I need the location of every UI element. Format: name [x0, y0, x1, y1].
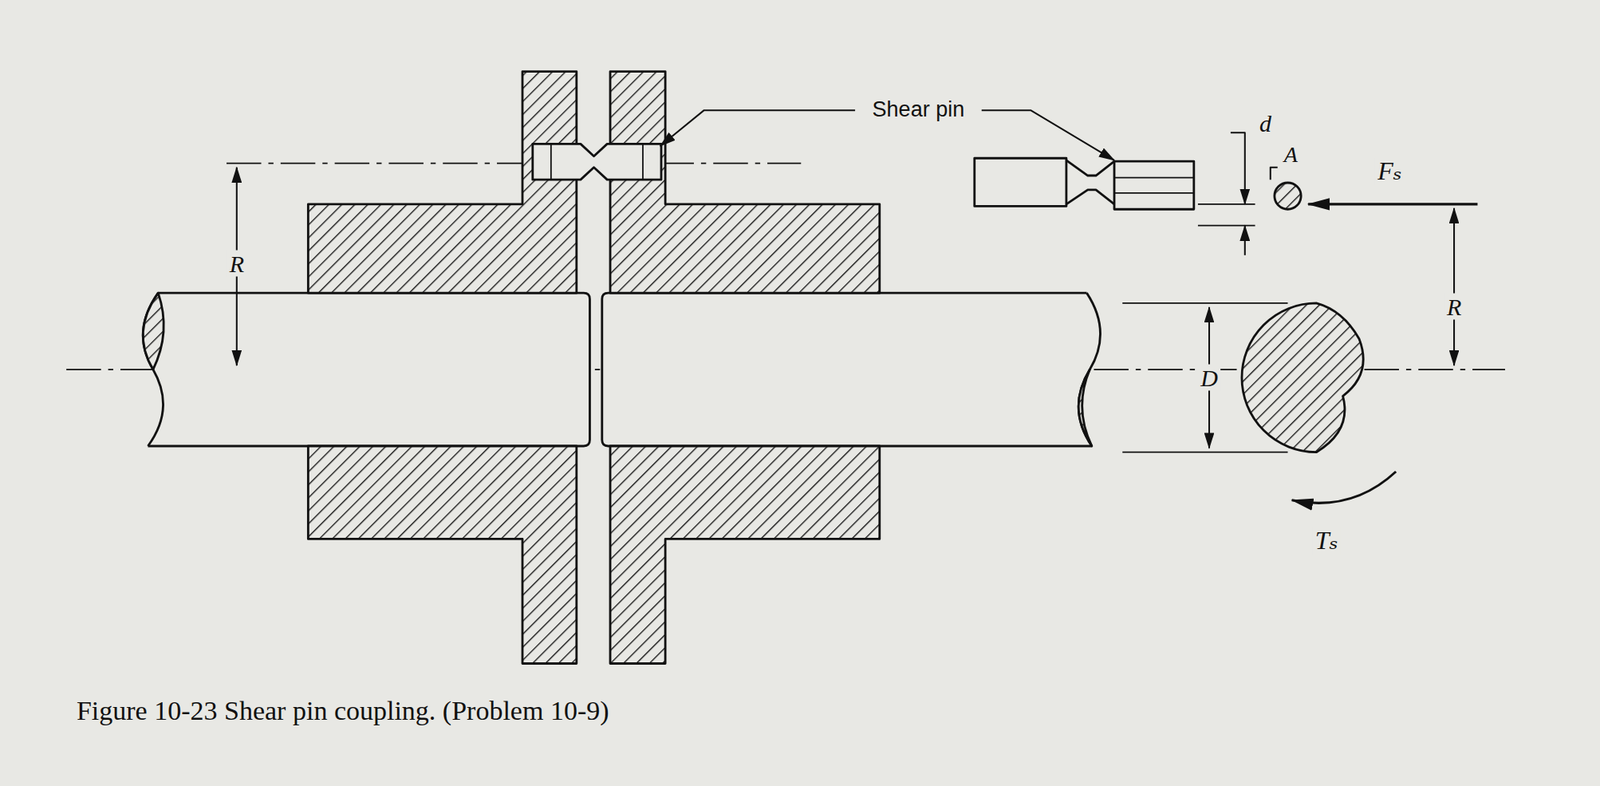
force-label: Fₛ [1375, 157, 1404, 186]
shaft-break-hatch [142, 292, 164, 370]
pin-neck [1066, 160, 1115, 176]
right-hub-flange [610, 445, 880, 663]
pin-neck [1066, 189, 1115, 205]
figure-caption: Figure 10-23 Shear pin coupling. (Proble… [76, 695, 610, 726]
torque-arrow [1292, 471, 1396, 503]
left-shaft [148, 292, 591, 446]
dimension-label: D [1198, 364, 1221, 391]
shear-pin [532, 143, 662, 180]
pin-line [1114, 192, 1195, 194]
radius-dimension [1453, 208, 1455, 366]
pin-line [1114, 177, 1195, 179]
torque-label: Tₛ [1312, 526, 1341, 555]
extension-line [1122, 451, 1288, 454]
pin-centerline [226, 162, 801, 165]
pin-section [1274, 182, 1301, 209]
pin-edge [550, 143, 552, 180]
extension-line [1198, 224, 1256, 227]
dimension-label: R [227, 250, 247, 277]
left-hub-flange [307, 445, 576, 663]
force-arrow [1308, 202, 1478, 205]
part-name: Shear pin [870, 98, 968, 123]
right-shaft [602, 292, 1092, 446]
pin-detail [974, 157, 1067, 206]
shaft-break [1078, 292, 1100, 446]
shaft-break [142, 292, 163, 446]
right-hub-flange [610, 71, 880, 294]
section-label: A [1281, 142, 1301, 168]
pin-detail [1114, 161, 1195, 209]
dimension-arrow [1230, 132, 1246, 205]
left-hub-flange [307, 71, 576, 294]
shaft-section [1241, 303, 1364, 453]
leader-line [981, 110, 1115, 161]
pin-edge [642, 143, 644, 180]
leader-line [660, 110, 856, 146]
dimension-label: d [1257, 109, 1274, 136]
dimension-label: R [1444, 292, 1464, 320]
extension-line [1198, 203, 1256, 205]
extension-line [1122, 302, 1288, 304]
shaft-break-hatch [1078, 369, 1092, 446]
dimension-arrow [1244, 225, 1246, 256]
section-leader [1270, 167, 1278, 180]
